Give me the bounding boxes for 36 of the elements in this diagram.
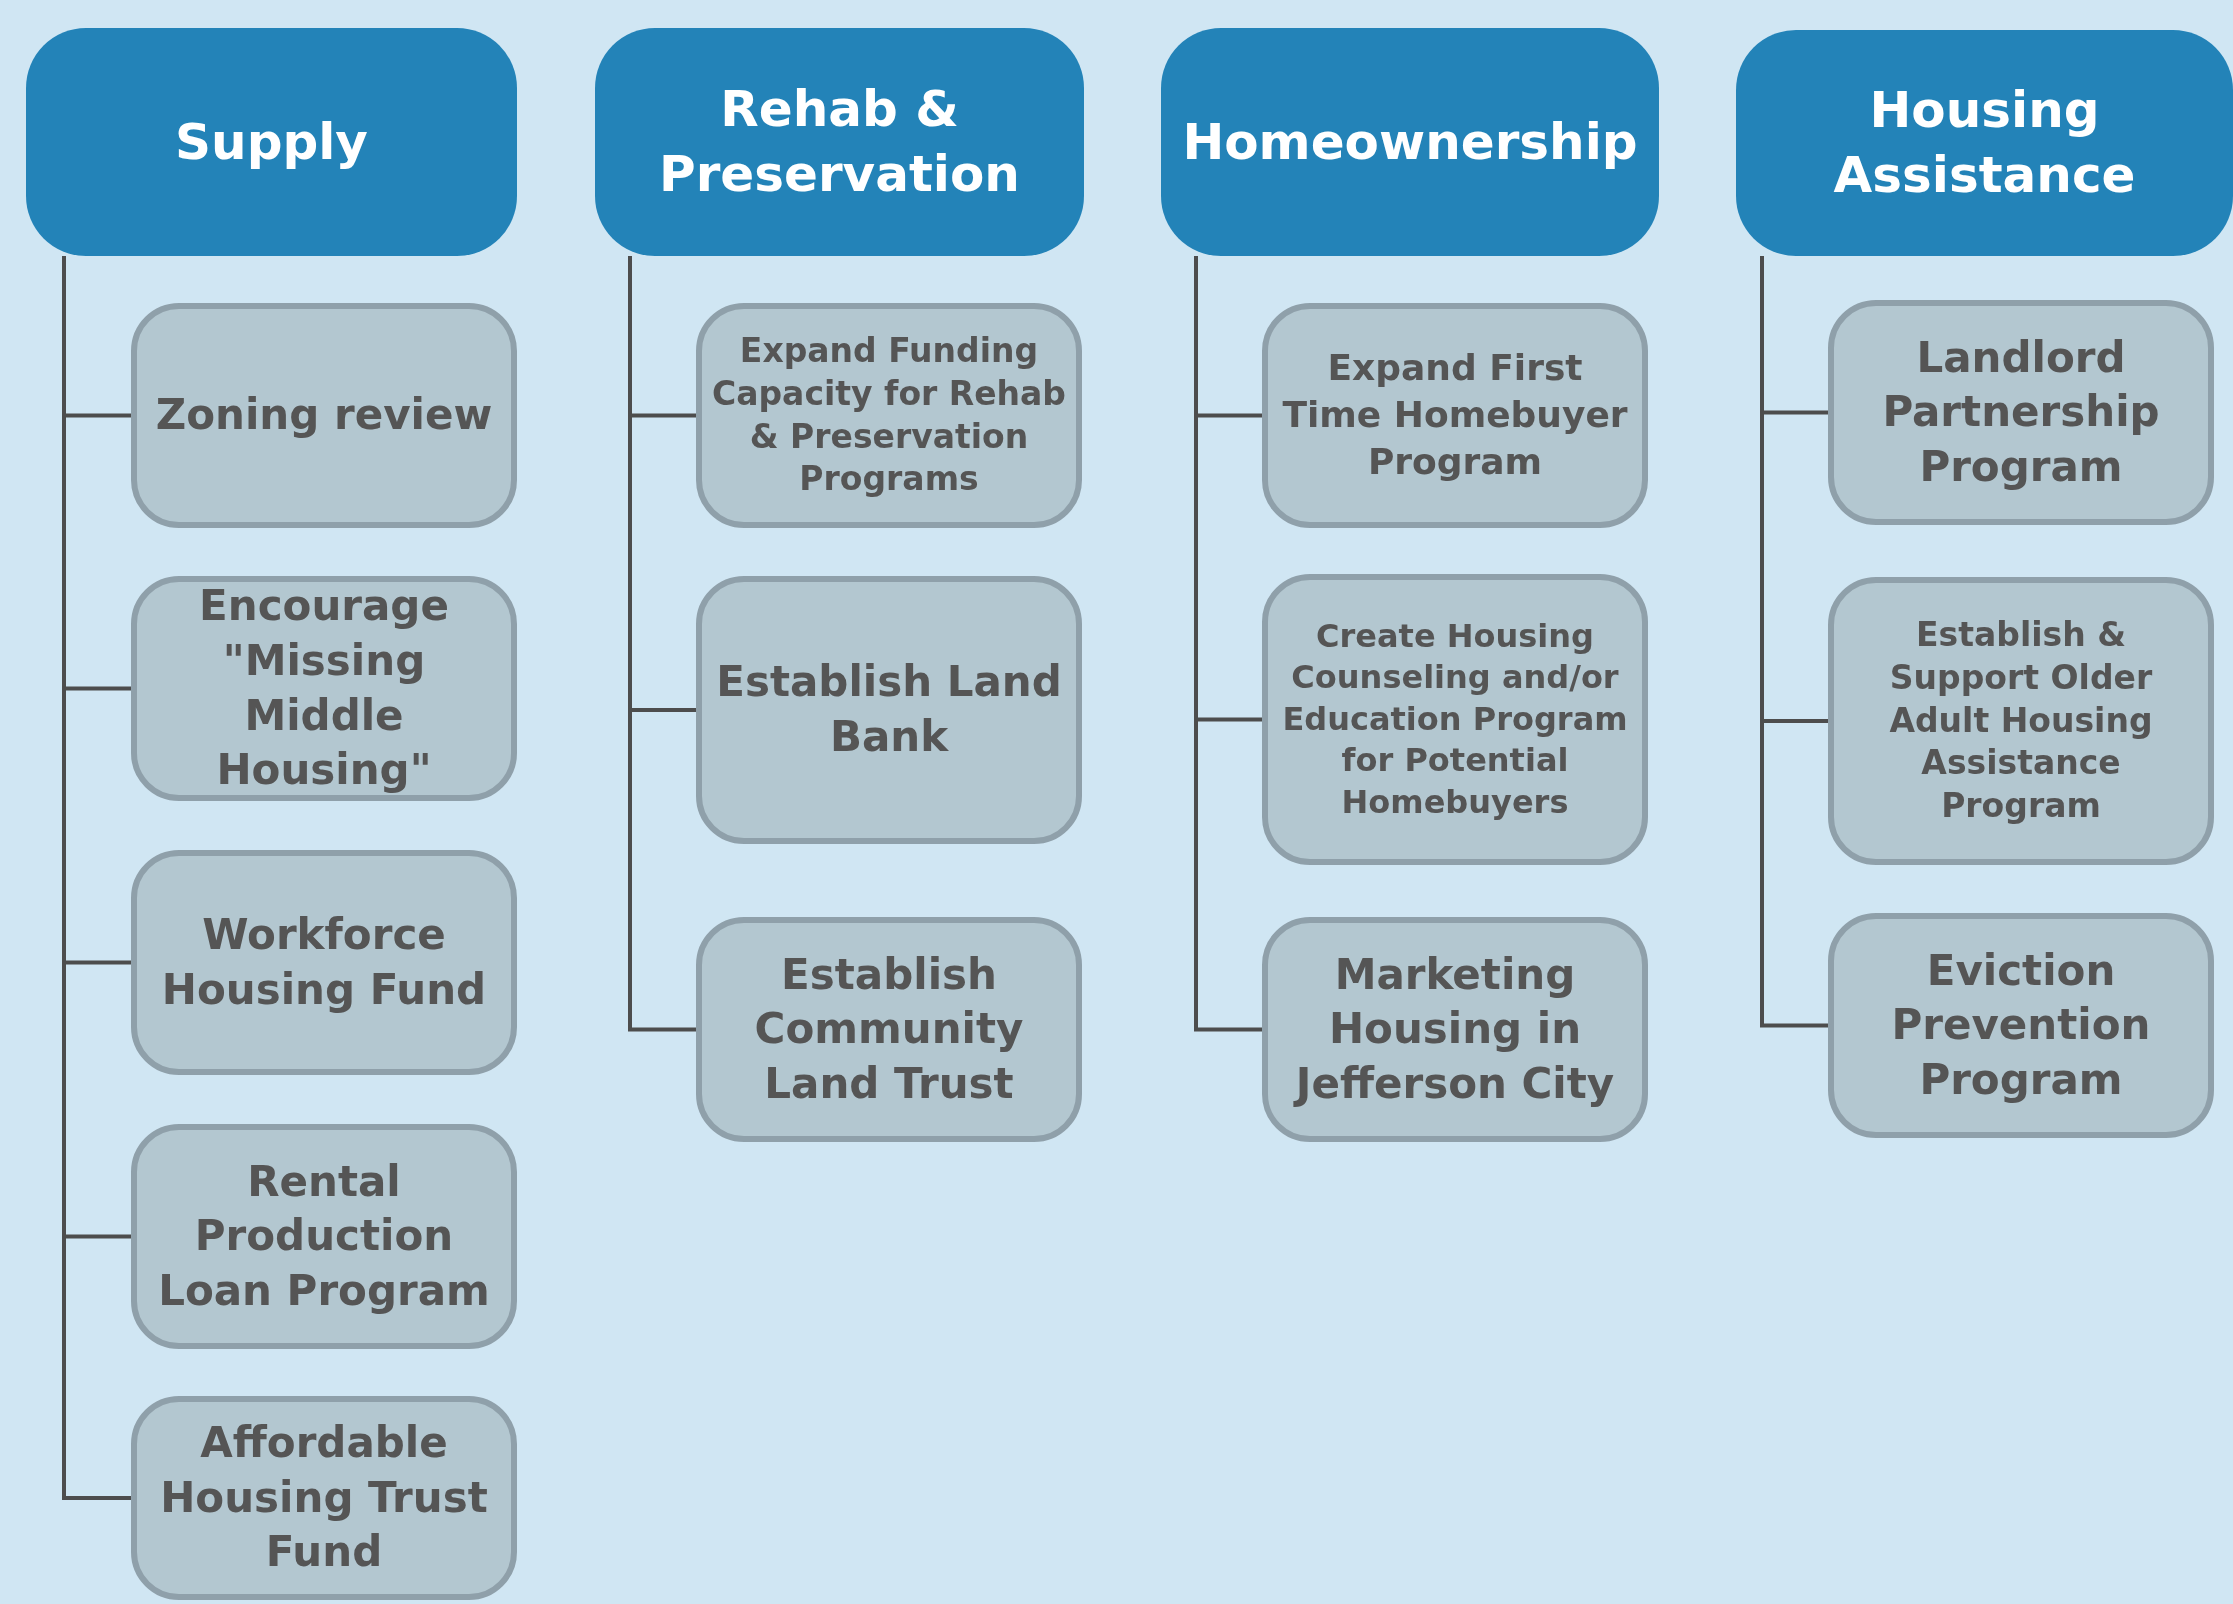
program-box xyxy=(131,1396,517,1600)
program-label: Rental Production Loan Program xyxy=(157,1155,491,1317)
program-label: Establish & Support Older Adult Housing Assistance Program xyxy=(1888,613,2154,828)
program-box xyxy=(1828,913,2214,1138)
program-label: Create Housing Counseling and/or Education Program for Potential Homebuyers xyxy=(1281,615,1629,823)
category-header-box xyxy=(1736,30,2233,256)
program-box xyxy=(696,917,1082,1142)
program-box xyxy=(696,576,1082,844)
program-box xyxy=(696,303,1082,528)
program-label: Affordable Housing Trust Fund xyxy=(159,1417,489,1579)
category-title: Housing Assistance xyxy=(1832,80,2137,206)
program-box xyxy=(1828,577,2214,865)
category-title: Supply xyxy=(175,111,368,173)
category-header-box xyxy=(595,28,1084,256)
program-label: Expand Funding Capacity for Rehab & Preservation Programs xyxy=(712,329,1066,501)
category-title: Rehab & Preservation xyxy=(658,79,1021,205)
program-label: Landlord Partnership Program xyxy=(1881,331,2161,493)
category-header-box xyxy=(1161,28,1659,256)
program-box xyxy=(1262,574,1648,865)
program-label: Encourage "Missing Middle Housing" xyxy=(198,580,450,797)
program-box xyxy=(131,1124,517,1349)
program-label: Workforce Housing Fund xyxy=(160,908,488,1016)
program-box xyxy=(1262,303,1648,528)
program-box xyxy=(1262,917,1648,1142)
program-box xyxy=(131,576,517,801)
program-box xyxy=(1828,300,2214,525)
program-label: Establish Community Land Trust xyxy=(753,948,1025,1110)
program-label: Eviction Prevention Program xyxy=(1890,944,2152,1106)
program-label: Zoning review xyxy=(155,389,493,442)
category-header-box xyxy=(26,28,517,256)
program-label: Marketing Housing in Jefferson City xyxy=(1292,948,1616,1110)
program-box xyxy=(131,850,517,1075)
program-label: Expand First Time Homebuyer Program xyxy=(1281,346,1629,484)
program-label: Establish Land Bank xyxy=(715,656,1063,763)
program-box xyxy=(131,303,517,528)
category-title: Homeownership xyxy=(1182,111,1638,173)
